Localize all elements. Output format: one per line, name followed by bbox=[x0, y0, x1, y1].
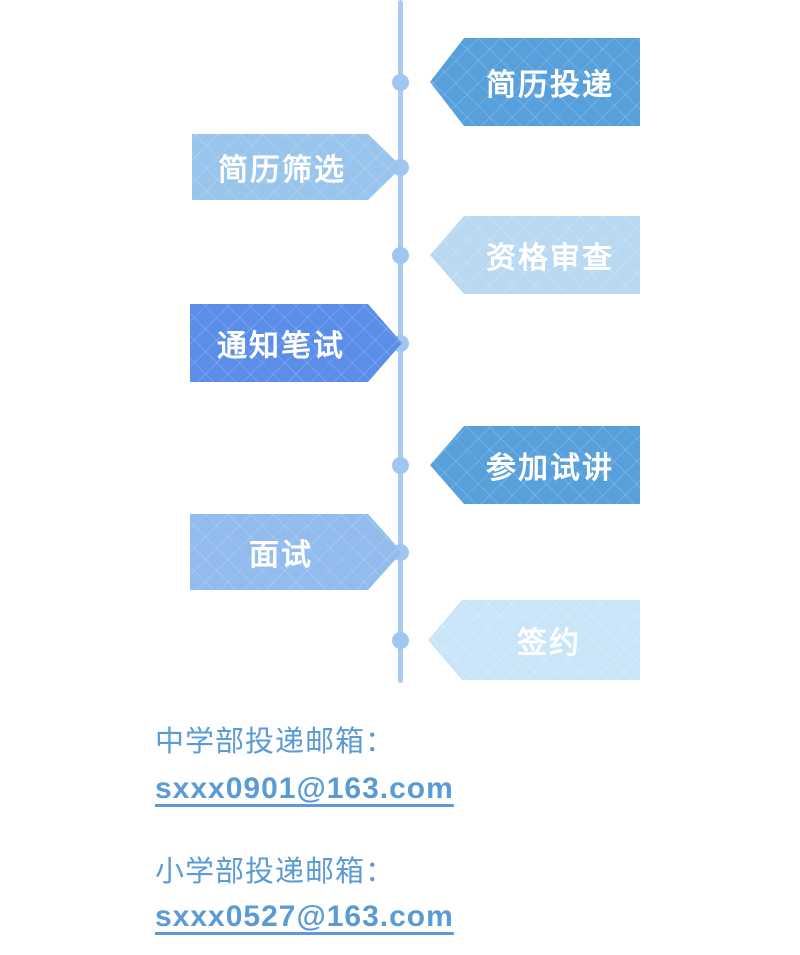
step-trial-lecture: 参加试讲 bbox=[430, 426, 640, 504]
primary-school-email-label: 小学部投递邮箱： bbox=[155, 856, 396, 888]
timeline-dot bbox=[392, 247, 409, 264]
step-resume-submission: 简历投递 bbox=[430, 38, 640, 126]
step-label: 简历投递 bbox=[486, 69, 614, 102]
step-label: 参加试讲 bbox=[486, 452, 614, 485]
step-interview: 面试 bbox=[190, 514, 402, 590]
middle-school-email-link[interactable]: sxxx0901@163.com bbox=[155, 772, 454, 805]
step-label: 面试 bbox=[249, 539, 313, 572]
step-label: 通知笔试 bbox=[217, 330, 345, 363]
step-label: 简历筛选 bbox=[218, 154, 346, 187]
step-label: 资格审查 bbox=[486, 242, 614, 275]
step-written-test-notice: 通知笔试 bbox=[190, 304, 402, 382]
step-qualification-review: 资格审查 bbox=[430, 216, 640, 294]
timeline-dot bbox=[392, 544, 409, 561]
step-sign-contract: 签约 bbox=[428, 600, 640, 680]
timeline-dot bbox=[392, 74, 409, 91]
primary-school-email-link[interactable]: sxxx0527@163.com bbox=[155, 900, 454, 933]
timeline-dot bbox=[392, 159, 409, 176]
step-label: 签约 bbox=[517, 627, 581, 660]
timeline-dot bbox=[392, 335, 409, 352]
middle-school-email-label: 中学部投递邮箱： bbox=[155, 726, 396, 758]
timeline-dot bbox=[392, 457, 409, 474]
step-resume-screening: 简历筛选 bbox=[192, 134, 402, 200]
timeline-dot bbox=[392, 632, 409, 649]
